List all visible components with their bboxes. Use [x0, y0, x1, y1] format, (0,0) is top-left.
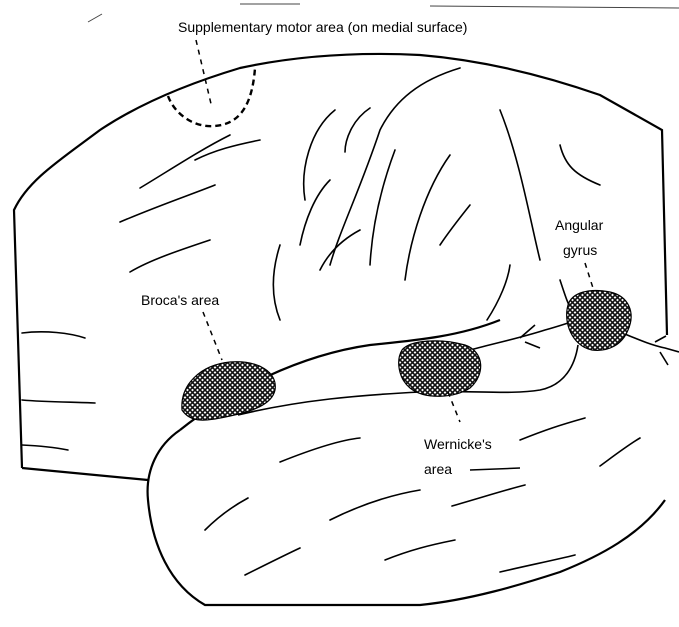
label-wernickes-area-line1: Wernicke's [424, 436, 492, 452]
label-angular-gyrus-line2: gyrus [563, 242, 597, 258]
label-angular-gyrus-line1: Angular [555, 217, 604, 233]
brain-outline [14, 54, 667, 468]
frontal-base [22, 468, 148, 480]
label-supplementary-motor-area: Supplementary motor area (on medial surf… [178, 19, 467, 35]
sulci [22, 68, 640, 575]
angular-gyrus-region [567, 291, 631, 351]
label-brocas-area: Broca's area [141, 292, 219, 308]
wernickes-area-region [399, 341, 481, 396]
brocas-area-region [182, 362, 275, 420]
wernicke-label-tail [470, 468, 520, 470]
label-wernickes-area-line2: area [424, 461, 452, 477]
temporal-lobe-outline [148, 430, 665, 605]
